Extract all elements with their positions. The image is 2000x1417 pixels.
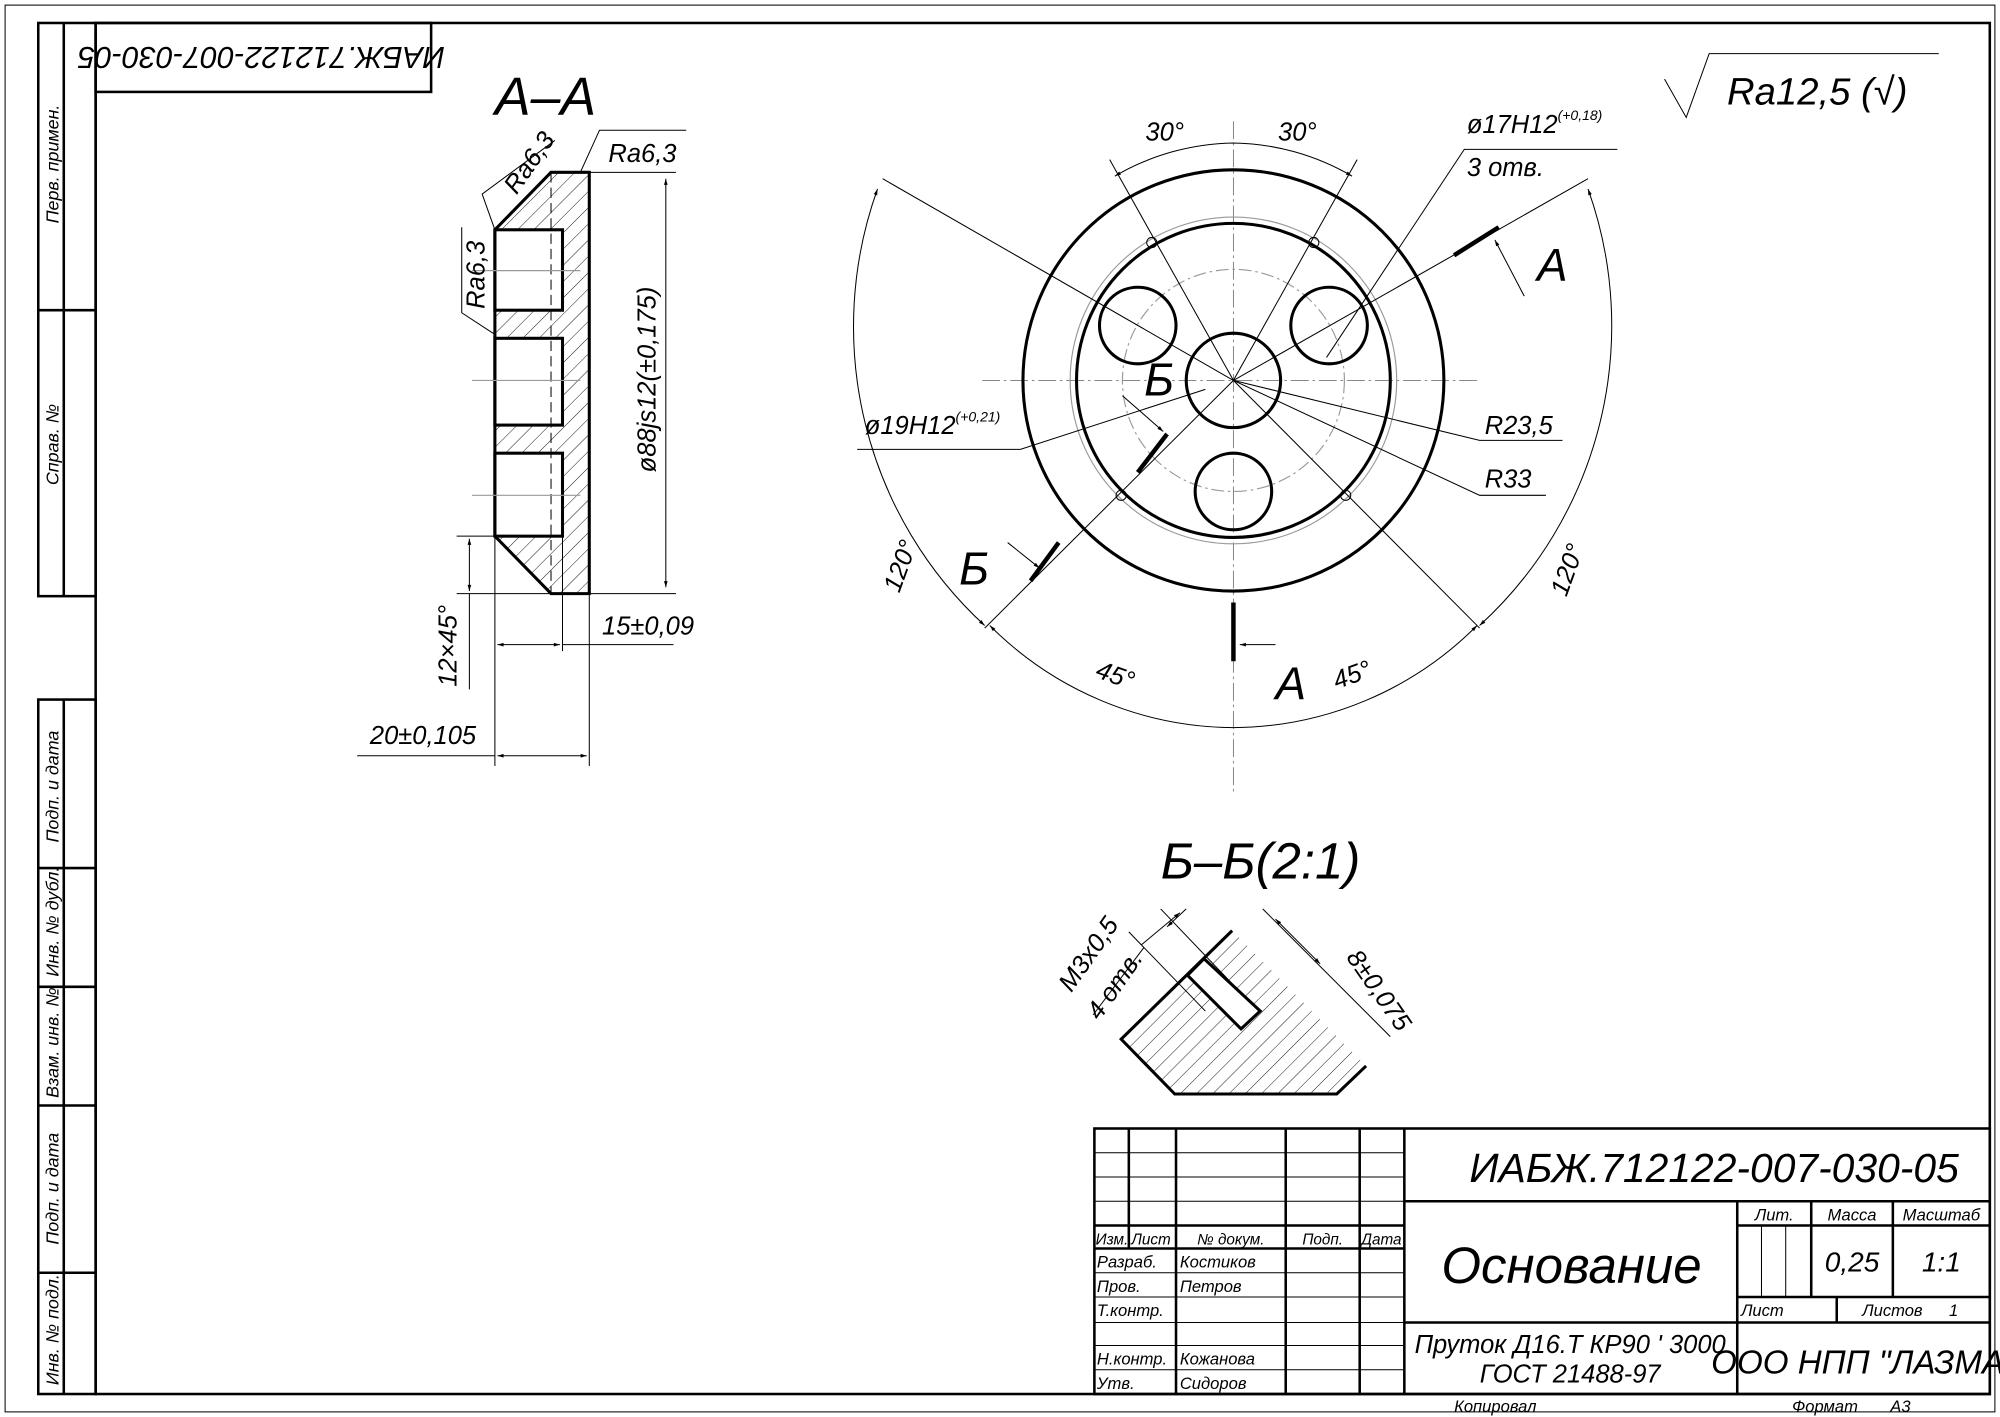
strip-label: Подп. и дата [43,1133,63,1245]
section-bb: Б–Б(2:1) М3х0,5 4 отв. 8±0,075 [1053,832,1417,1096]
header-izm: Изм. [1096,1232,1129,1249]
radius-label: R23,5 [1485,412,1554,440]
strip-label: Перв. примен. [43,105,63,224]
sheets-value: 1 [1949,1301,1958,1320]
lit-label: Лит. [1754,1205,1794,1224]
role-name: Кожанова [1180,1350,1255,1369]
role-name: Петров [1180,1277,1242,1296]
thread-hole [1146,236,1158,249]
center-hole [1184,331,1283,430]
sheet-border [4,4,1996,1413]
radius-label: R33 [1485,466,1532,494]
role-label: Утв. [1096,1374,1135,1393]
strip-label: Инв. № подл. [43,1274,63,1385]
sheet-label: Лист [1740,1301,1784,1320]
section-aa: А–А Ra6,3 Ra6,3 Ra6,3 ø88js12(±0,175) 15… [357,67,694,766]
header-doc: № докум. [1197,1232,1264,1249]
chamfer-dim: 12×45° [435,605,463,687]
angle-label: 30° [1145,118,1184,146]
angle-label: 120° [879,536,923,595]
scale-value: 1:1 [1922,1246,1961,1277]
section-marker-a: А [1534,239,1568,291]
header-data: Дата [1359,1232,1401,1249]
mass-value: 0,25 [1825,1246,1880,1277]
strip-label: Инв. № дубл. [43,867,63,977]
header-list: Лист [1130,1232,1171,1249]
hole [1289,285,1369,366]
strip-label: Подп. и дата [43,731,63,843]
strip-label: Справ. № [43,404,63,485]
section-marker-a: А [1273,658,1307,710]
format-value: А3 [1889,1397,1911,1416]
angle-label: 45° [1329,655,1375,695]
width-20-dim: 20±0,105 [369,722,477,750]
strip-label: Взам. инв. № [43,987,63,1098]
scale-label: Масштаб [1903,1205,1981,1224]
role-name: Костиков [1180,1253,1256,1272]
outer-contour [1021,168,1446,593]
width-15-dim: 15±0,09 [602,612,694,640]
title-block: ИАБЖ.712122-007-030-05 Основание Пруток … [1093,1127,2000,1396]
side-strip: Перв. примен. Справ. № Подп. и дата Инв.… [36,21,97,1396]
roughness-label: Ra12,5 (√) [1727,71,1907,114]
header-podp: Подп. [1302,1232,1343,1249]
rotated-designation: ИАБЖ.712122-007-030-05 [77,40,445,74]
ra-label: Ra6,3 [463,241,491,309]
role-name: Сидоров [1180,1374,1247,1393]
ra-label: Ra6,3 [608,140,676,168]
depth-dim: 8±0,075 [1341,945,1417,1037]
hole-diameter: ø17H12(+0,18) [1467,107,1603,139]
role-label: Пров. [1097,1277,1141,1296]
section-aa-title: А–А [492,67,596,127]
designation: ИАБЖ.712122-007-030-05 [1469,1145,1959,1191]
boss-contour [1075,221,1392,539]
material: Пруток Д16.Т КР90 ' 3000 [1415,1331,1726,1359]
copied-label: Копировал [1454,1397,1537,1416]
thread-hole [1340,489,1352,501]
general-roughness: Ra12,5 (√) [1664,53,1939,119]
angle-label: 45° [1092,656,1138,696]
material-standard: ГОСТ 21488-97 [1480,1361,1662,1389]
section-bb-title: Б–Б(2:1) [1161,832,1361,889]
sheets-label: Листов [1861,1301,1923,1320]
center-diameter: ø19H12(+0,21) [865,408,1001,440]
role-label: Разраб. [1097,1253,1157,1272]
section-marker-b: Б [1144,354,1174,406]
section-marker-b: Б [959,543,989,595]
role-label: Н.контр. [1097,1350,1167,1369]
angle-label: 30° [1278,118,1317,146]
organization: ООО НПП "ЛАЗМА" [1711,1345,2000,1382]
format-label: Формат [1792,1397,1858,1416]
main-view: 30° 30° 120° 120° 45° 45° ø17H12(+0,18) … [853,107,1618,792]
hole [1193,451,1274,532]
role-label: Т.контр. [1097,1301,1164,1320]
hole [1097,285,1178,366]
angle-label: 120° [1546,540,1590,599]
diameter-dim: ø88js12(±0,175) [634,287,662,473]
part-name: Основание [1441,1237,1701,1294]
thread-hole [1115,489,1127,501]
hole-count: 3 отв. [1467,154,1544,182]
mass-label: Масса [1828,1205,1877,1224]
